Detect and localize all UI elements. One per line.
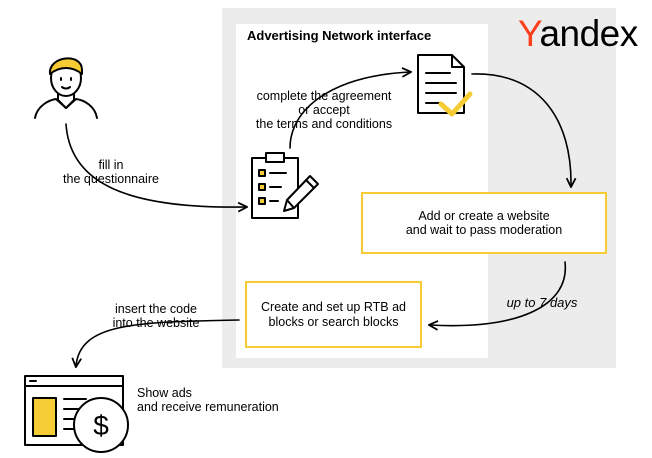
user-icon: [34, 57, 98, 119]
yandex-logo: Yandex: [518, 13, 638, 54]
arrow-to-rtb: [427, 261, 567, 331]
arrow-to-website-code: [71, 319, 240, 369]
document-icon: [417, 54, 473, 117]
panel-title: Advertising Network interface: [247, 28, 432, 43]
duration-label: up to 7 days: [506, 295, 578, 310]
dollar-coin-icon: $: [73, 397, 129, 453]
arrow-to-questionnaire: [65, 123, 249, 213]
arrow-to-agreement: [289, 67, 413, 149]
arrow-to-website: [471, 73, 577, 189]
clipboard-icon: [251, 152, 319, 219]
svg-text:$: $: [93, 410, 109, 441]
